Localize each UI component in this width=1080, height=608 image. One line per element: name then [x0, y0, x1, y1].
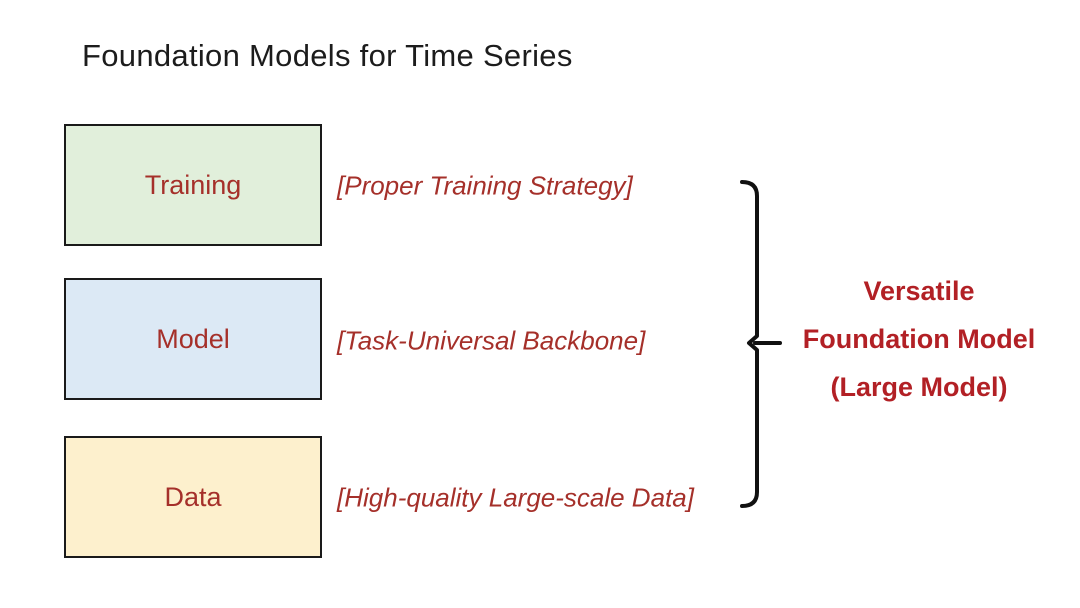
data-box: Data — [64, 436, 322, 558]
training-box: Training — [64, 124, 322, 246]
data-annotation: [High-quality Large-scale Data] — [337, 482, 694, 513]
model-box: Model — [64, 278, 322, 400]
result-text-block: Versatile Foundation Model (Large Model) — [788, 267, 1050, 411]
page-title: Foundation Models for Time Series — [82, 38, 573, 73]
model-box-label: Model — [156, 323, 230, 354]
result-line-3: (Large Model) — [830, 372, 1008, 402]
result-line-1: Versatile — [863, 276, 975, 306]
result-line-2: Foundation Model — [802, 324, 1036, 354]
training-box-label: Training — [144, 169, 242, 200]
curly-brace-icon — [740, 180, 782, 508]
model-annotation: [Task-Universal Backbone] — [337, 325, 646, 356]
training-annotation: [Proper Training Strategy] — [337, 170, 633, 201]
data-box-label: Data — [164, 481, 222, 512]
